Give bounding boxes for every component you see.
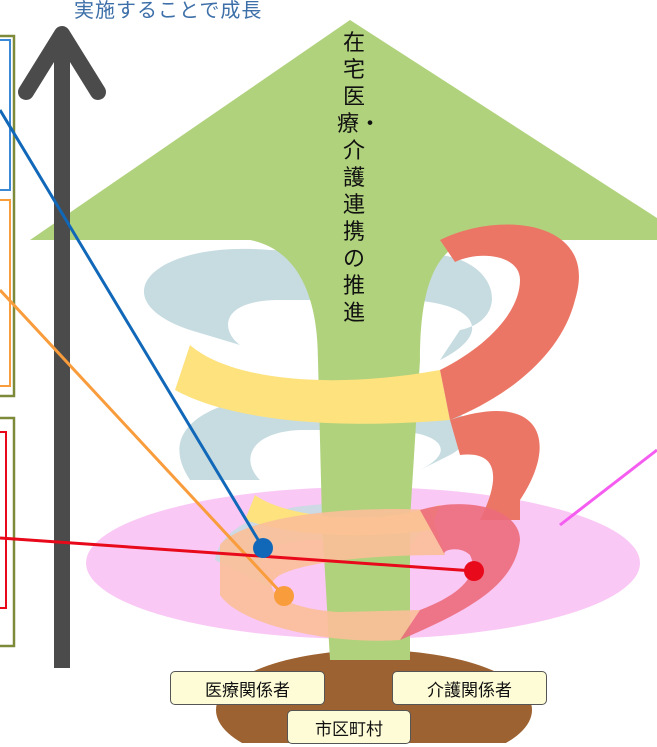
growth-axis-head	[18, 26, 106, 100]
spiral-middle-red	[450, 411, 540, 520]
label-municipality: 市区町村	[287, 710, 411, 744]
marker-blue	[253, 538, 273, 558]
label-medical: 医療関係者	[170, 671, 325, 705]
marker-orange	[274, 586, 294, 606]
marker-red	[464, 561, 484, 581]
left-inner-orange	[0, 199, 11, 387]
diagram-title: 在宅医療・介護連携の推進	[337, 31, 382, 326]
left-frame-top	[0, 34, 16, 398]
label-care: 介護関係者	[392, 671, 547, 705]
left-inner-red	[0, 431, 7, 609]
connector-pink	[559, 448, 657, 527]
growth-label: 実施することで成長	[74, 0, 263, 22]
spiral-upper-red	[440, 224, 579, 420]
spiral-lower-peach	[220, 509, 445, 641]
spiral-lower-red	[400, 504, 520, 640]
growth-arrow	[30, 20, 657, 660]
connector-blue	[0, 109, 265, 549]
spiral-upper-yellow	[175, 345, 450, 424]
left-inner-blue	[0, 39, 11, 191]
connector-red	[0, 536, 475, 573]
connector-orange	[0, 288, 286, 598]
